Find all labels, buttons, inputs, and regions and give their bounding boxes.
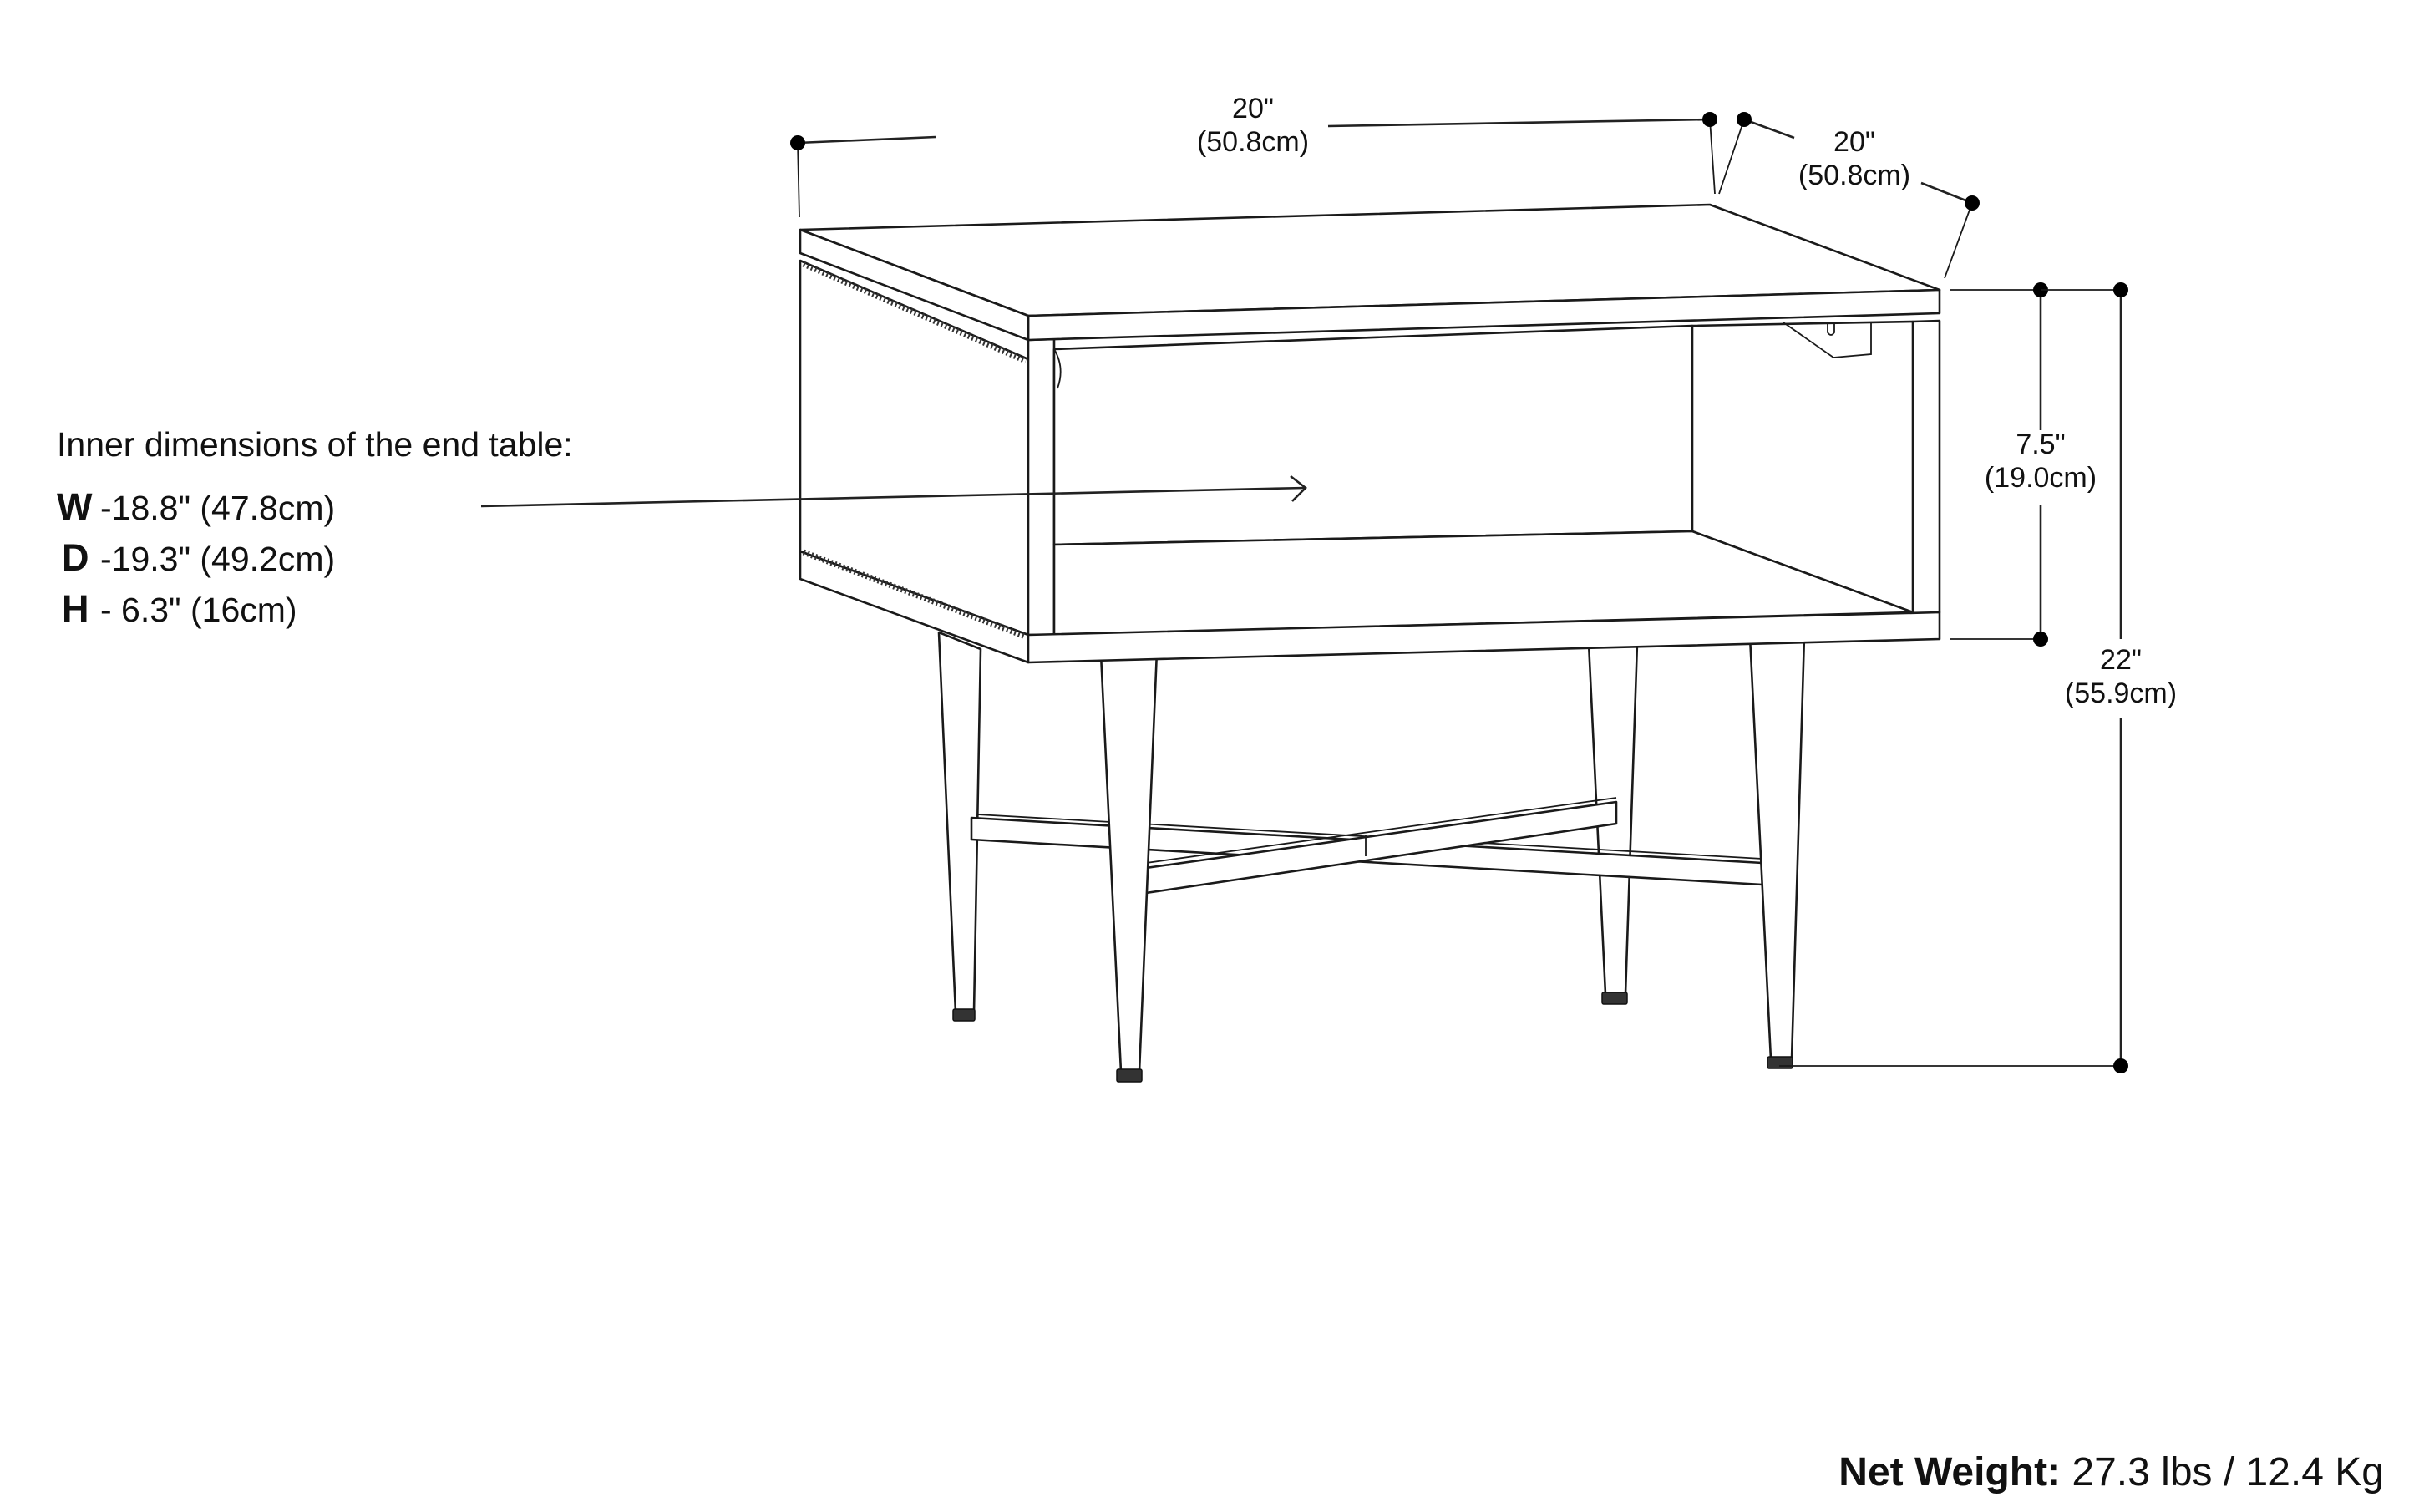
net-weight-label: Net Weight: <box>1838 1450 2062 1494</box>
depth-imperial: 20" <box>1833 126 1875 158</box>
box-height-metric: (19.0cm) <box>1984 462 2097 494</box>
inner-dimensions-title: Inner dimensions of the end table: <box>57 425 573 464</box>
inner-width-key: W <box>57 485 93 528</box>
inner-height-key: H <box>62 587 89 630</box>
depth-label: 20" (50.8cm) <box>1771 125 1938 192</box>
inner-dimension-arrow <box>480 474 1307 508</box>
net-weight: Net Weight: 27.3 lbs / 12.4 Kg <box>1838 1449 2384 1495</box>
total-height-imperial: 22" <box>2100 644 2142 676</box>
x-stretcher <box>970 797 1764 896</box>
width-label: 20" (50.8cm) <box>1169 92 1336 159</box>
depth-metric: (50.8cm) <box>1798 160 1911 191</box>
width-dimension-line <box>790 112 1717 218</box>
width-imperial: 20" <box>1232 93 1274 124</box>
net-weight-value: 27.3 lbs / 12.4 Kg <box>2072 1450 2384 1494</box>
inner-height-row: H - 6.3" (16cm) <box>57 584 573 635</box>
box-height-dimension-line <box>1950 282 2048 647</box>
inner-height-value: - 6.3" (16cm) <box>100 591 297 629</box>
inner-depth-row: D -19.3" (49.2cm) <box>57 533 573 584</box>
cabinet <box>799 203 1941 664</box>
inner-depth-value: -19.3" (49.2cm) <box>100 540 336 578</box>
inner-depth-key: D <box>62 536 89 579</box>
depth-dimension-line <box>1718 112 1980 279</box>
box-height-label: 7.5" (19.0cm) <box>1957 428 2124 495</box>
inner-width-value: -18.8" (47.8cm) <box>100 489 336 527</box>
inner-dimensions: Inner dimensions of the end table: W-18.… <box>57 422 573 635</box>
width-metric: (50.8cm) <box>1196 126 1310 158</box>
total-height-metric: (55.9cm) <box>2064 677 2178 709</box>
box-height-imperial: 7.5" <box>2016 429 2066 460</box>
total-height-dimension-line <box>1779 282 2128 1073</box>
inner-width-row: W-18.8" (47.8cm) <box>57 482 573 533</box>
total-height-label: 22" (55.9cm) <box>2037 643 2204 710</box>
